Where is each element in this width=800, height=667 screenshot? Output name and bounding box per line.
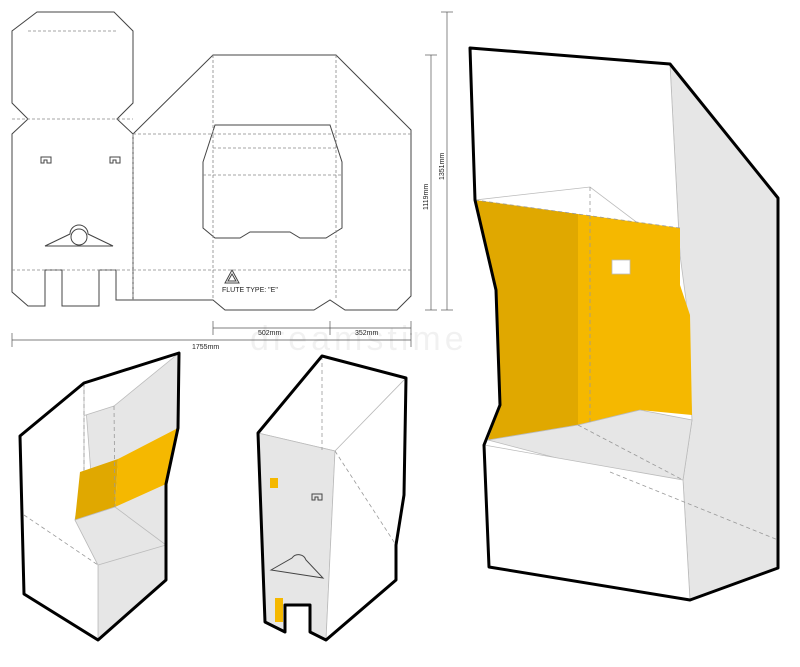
dim-height-outer-label: 1351mm <box>439 153 446 180</box>
dimension-lines: 1755mm 502mm 352mm 1119mm 1351mm <box>11 11 453 351</box>
dim-height-inner-label: 1119mm <box>423 184 430 210</box>
large-box-interior-left <box>475 200 578 440</box>
dim-segment-a-label: 502mm <box>258 330 282 337</box>
middle-box-slot-left <box>270 478 278 488</box>
box-view-large-right <box>468 46 780 602</box>
small-box-interior-left <box>75 459 118 520</box>
large-box-outline <box>468 46 780 602</box>
recycle-triangle-icon <box>224 268 240 284</box>
large-box-interior-back <box>578 214 692 425</box>
watermark-text: dreamstime <box>250 320 468 358</box>
dieline-slot-left <box>40 156 52 164</box>
middle-box-slot-right <box>311 493 323 501</box>
dieline-window-cutout <box>202 124 343 239</box>
dieline-fold-lines <box>12 30 411 300</box>
small-box-outline <box>18 351 181 642</box>
flute-type-label: FLUTE TYPE: "E" <box>222 287 278 294</box>
dim-segment-b-label: 352mm <box>355 330 379 337</box>
flat-dieline: FLUTE TYPE: "E" <box>11 11 412 311</box>
dim-total-width-label: 1755mm <box>192 344 219 351</box>
dieline-right-panel <box>132 54 412 311</box>
middle-box-outline <box>256 354 408 642</box>
large-box-slot <box>611 259 631 275</box>
dieline-thumb-notch <box>44 224 114 247</box>
middle-box-thumb-notch <box>269 554 325 579</box>
dieline-slot-right <box>109 156 121 164</box>
dieline-left-panel <box>11 11 134 307</box>
box-view-small-left <box>18 351 181 642</box>
box-view-middle-back <box>256 354 408 642</box>
middle-box-hand-hole <box>275 598 283 622</box>
middle-box-back-face <box>257 432 336 641</box>
dieline-thumb-circle <box>70 228 88 246</box>
small-box-interior-back <box>115 428 178 507</box>
